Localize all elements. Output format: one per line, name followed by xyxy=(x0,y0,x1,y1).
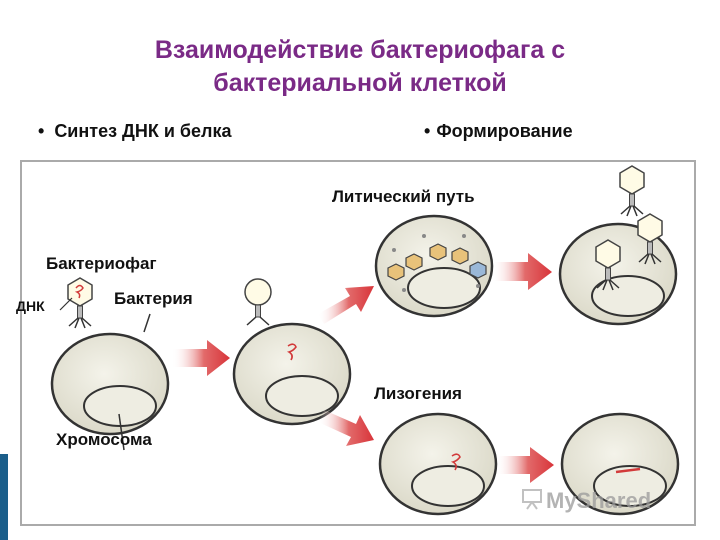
phage-cycle-diagram xyxy=(22,162,698,528)
arrow-injection xyxy=(172,340,230,376)
dna-label: ДНК xyxy=(16,298,45,314)
bullet-formation-text: Формирование xyxy=(436,121,572,141)
bullet-dot: • xyxy=(424,121,430,141)
slide-title: Взаимодействие бактериофага с бактериаль… xyxy=(0,34,720,100)
bullet-synthesis-text: Синтез ДНК и белка xyxy=(54,121,231,141)
phage-cycle-figure: Литический путь Лизогения Бактериофаг ДН… xyxy=(20,160,696,526)
arrow-to-lytic xyxy=(318,286,374,324)
released-phage-icon xyxy=(620,166,644,216)
bullet-synthesis: • Синтез ДНК и белка xyxy=(38,121,231,142)
slide-accent-bar xyxy=(0,454,8,540)
lytic-cell-assembly xyxy=(376,216,492,316)
title-line-1: Взаимодействие бактериофага с xyxy=(0,34,720,67)
lysogenic-cell-integration xyxy=(380,414,496,514)
bacteriophage-label: Бактериофаг xyxy=(46,254,157,274)
bacteriophage-icon xyxy=(68,278,92,328)
bullet-formation: • Формирование xyxy=(424,121,573,142)
title-line-2: бактериальной клеткой xyxy=(0,67,720,100)
lysed-cell xyxy=(560,224,676,324)
arrow-prophage xyxy=(496,447,554,483)
presentation-icon xyxy=(522,488,542,510)
arrow-lysis xyxy=(492,253,552,290)
chromosome-label: Хромосома xyxy=(56,430,152,450)
infected-cell xyxy=(234,324,350,424)
arrow-to-lysogeny xyxy=(318,410,374,446)
lytic-pathway-label: Литический путь xyxy=(332,187,475,207)
phage-injecting-icon xyxy=(245,279,271,325)
watermark: MyShared xyxy=(546,488,651,514)
bullet-dot: • xyxy=(38,121,44,141)
bacterium-label: Бактерия xyxy=(114,289,193,309)
lysogeny-label: Лизогения xyxy=(374,384,462,404)
